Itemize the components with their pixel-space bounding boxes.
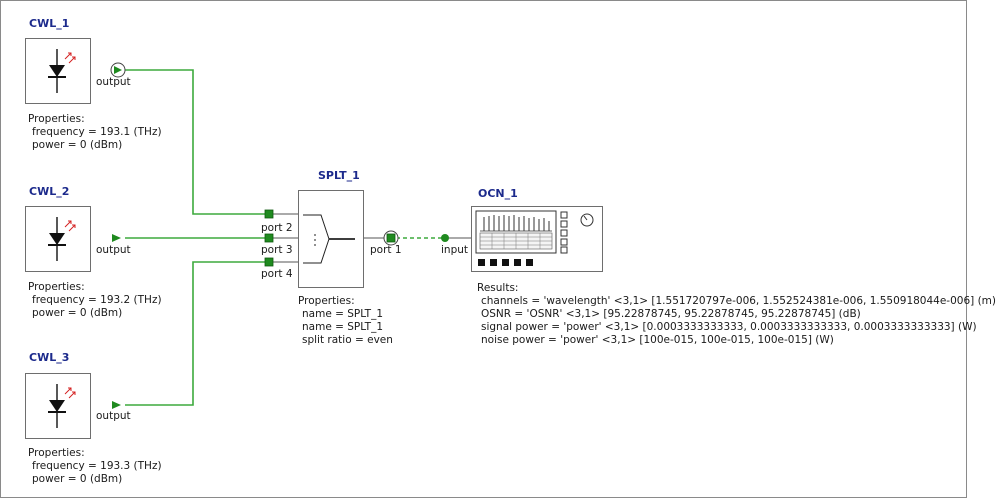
- port-1-label: port 1: [370, 244, 402, 256]
- cwl2-block[interactable]: [25, 206, 91, 272]
- prop-line: frequency = 193.3 (THz): [32, 460, 162, 472]
- cwl1-properties: Properties:frequency = 193.1 (THz)power …: [28, 113, 162, 152]
- spectrum-analyzer-icon: [475, 210, 594, 266]
- prop-line: power = 0 (dBm): [32, 139, 123, 151]
- probe-icon[interactable]: [110, 62, 126, 78]
- result-line: signal power = 'power' <3,1> [0.00033333…: [481, 321, 977, 333]
- laser-diode-icon: [48, 49, 76, 93]
- cwl3-output-label: output: [96, 410, 131, 422]
- props-header: Properties:: [28, 281, 85, 293]
- prop-line: power = 0 (dBm): [32, 473, 123, 485]
- output-arrow-icon: [112, 401, 121, 409]
- laser-diode-icon: [48, 384, 76, 428]
- prop-line: split ratio = even: [302, 334, 393, 346]
- props-header: Properties:: [28, 113, 85, 125]
- cwl1-title: CWL_1: [29, 17, 70, 30]
- cwl3-properties: Properties:frequency = 193.3 (THz)power …: [28, 447, 162, 486]
- schematic-wires: [110, 62, 471, 409]
- prop-line: name = SPLT_1: [302, 308, 383, 320]
- result-line: channels = 'wavelength' <3,1> [1.5517207…: [481, 295, 996, 307]
- ocn-title: OCN_1: [478, 187, 518, 200]
- ocn-input-label: input: [441, 244, 469, 256]
- result-line: noise power = 'power' <3,1> [100e-015, 1…: [481, 334, 834, 346]
- port-2-label: port 2: [261, 222, 293, 234]
- wire-cwl1-to-port2: [125, 69, 269, 215]
- props-header: Properties:: [28, 447, 85, 459]
- results-header: Results:: [477, 282, 519, 294]
- cwl1-block[interactable]: [25, 38, 91, 104]
- props-header: Properties:: [298, 295, 355, 307]
- wire-cwl3-to-port4: [125, 261, 269, 406]
- port-4-label: port 4: [261, 268, 293, 280]
- port-2-square: [264, 209, 274, 219]
- laser-diode-icon: [48, 217, 76, 261]
- prop-line: name = SPLT_1: [302, 321, 383, 333]
- ocn-results: Results:channels = 'wavelength' <3,1> [1…: [477, 282, 996, 347]
- port-3-square: [264, 233, 274, 243]
- cwl3-title: CWL_3: [29, 351, 70, 364]
- cwl2-title: CWL_2: [29, 185, 70, 198]
- cwl1-output-label: output: [96, 76, 131, 88]
- input-dot: [441, 234, 449, 242]
- splitter-block[interactable]: [298, 190, 364, 288]
- port-4-square: [264, 257, 274, 267]
- splt-title: SPLT_1: [318, 169, 360, 182]
- probe-icon[interactable]: [383, 230, 399, 246]
- prop-line: frequency = 193.2 (THz): [32, 294, 162, 306]
- cwl2-output-label: output: [96, 244, 131, 256]
- output-arrow-icon: [112, 234, 121, 242]
- prop-line: power = 0 (dBm): [32, 307, 123, 319]
- port-3-label: port 3: [261, 244, 293, 256]
- splitter-icon: [303, 214, 355, 264]
- prop-line: frequency = 193.1 (THz): [32, 126, 162, 138]
- ocn-block[interactable]: [471, 206, 603, 272]
- cwl3-block[interactable]: [25, 373, 91, 439]
- cwl2-properties: Properties:frequency = 193.2 (THz)power …: [28, 281, 162, 320]
- result-line: OSNR = 'OSNR' <3,1> [95.22878745, 95.228…: [481, 308, 861, 320]
